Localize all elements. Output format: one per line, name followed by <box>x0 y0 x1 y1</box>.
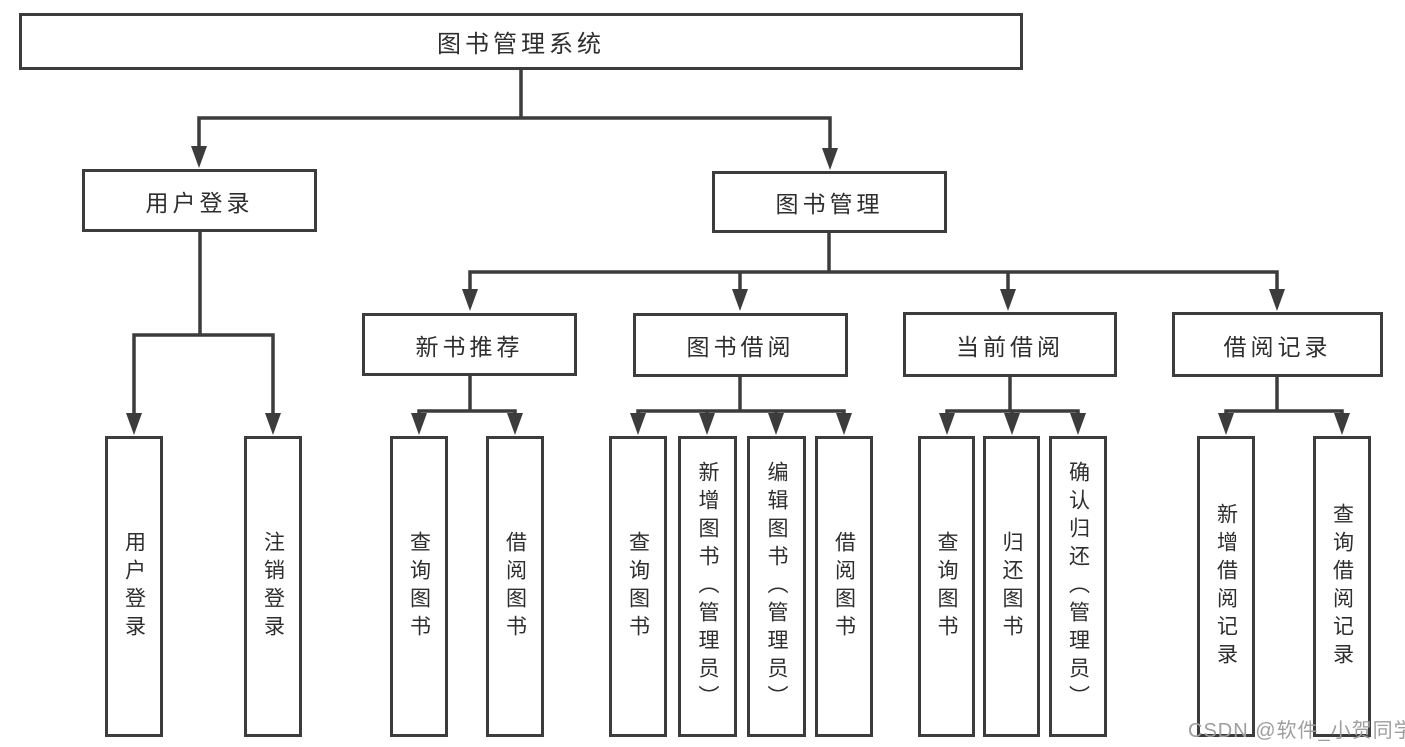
node-book-borrow: 图书借阅 <box>633 313 848 377</box>
leaf-logout: 注销登录 <box>244 436 302 737</box>
node-new-book-recommend-label: 新书推荐 <box>415 333 524 360</box>
leaf-logout-label: 注销登录 <box>261 530 285 643</box>
leaf-edit-books-admin: 编辑图书（管理员） <box>747 436 806 737</box>
node-current-borrow-label: 当前借阅 <box>956 333 1064 360</box>
leaf-current-query-books-label: 查询图书 <box>935 530 958 643</box>
leaf-borrow-query-books-label: 查询图书 <box>626 530 650 643</box>
node-root-system: 图书管理系统 <box>19 13 1023 70</box>
node-user-login-branch-label: 用户登录 <box>145 189 254 216</box>
node-book-management-branch: 图书管理 <box>712 171 947 233</box>
node-new-book-recommend: 新书推荐 <box>362 313 577 376</box>
leaf-user-login-label: 用户登录 <box>122 530 146 643</box>
leaf-return-books-label: 归还图书 <box>1000 530 1023 643</box>
leaf-return-books: 归还图书 <box>983 436 1040 737</box>
leaf-recommend-borrow-books: 借阅图书 <box>486 436 544 737</box>
leaf-borrow-query-books: 查询图书 <box>609 436 667 737</box>
leaf-confirm-return-admin: 确认归还（管理员） <box>1049 436 1107 737</box>
leaf-recommend-query-books: 查询图书 <box>390 436 448 737</box>
watermark: CSDN @软件_小贺同学 <box>1188 720 1405 742</box>
leaf-edit-books-admin-label: 编辑图书（管理员） <box>765 460 788 713</box>
leaf-current-query-books: 查询图书 <box>918 436 975 737</box>
leaf-recommend-borrow-books-label: 借阅图书 <box>503 530 527 643</box>
node-book-management-branch-label: 图书管理 <box>775 191 884 217</box>
node-borrow-records-label: 借阅记录 <box>1223 333 1332 360</box>
node-current-borrow: 当前借阅 <box>903 312 1117 377</box>
leaf-confirm-return-admin-label: 确认归还（管理员） <box>1066 460 1090 713</box>
leaf-add-books-admin-label: 新增图书（管理员） <box>696 460 719 713</box>
leaf-add-borrow-record: 新增借阅记录 <box>1197 436 1255 737</box>
leaf-query-borrow-record-label: 查询借阅记录 <box>1330 502 1354 671</box>
node-root-system-label: 图书管理系统 <box>437 31 605 58</box>
node-book-borrow-label: 图书借阅 <box>686 334 795 360</box>
node-borrow-records: 借阅记录 <box>1172 312 1383 377</box>
leaf-add-books-admin: 新增图书（管理员） <box>678 436 737 737</box>
leaf-recommend-query-books-label: 查询图书 <box>407 530 431 643</box>
leaf-borrow-borrow-books: 借阅图书 <box>815 436 873 737</box>
node-user-login-branch: 用户登录 <box>82 169 317 232</box>
leaf-query-borrow-record: 查询借阅记录 <box>1313 436 1371 737</box>
leaf-add-borrow-record-label: 新增借阅记录 <box>1214 502 1238 671</box>
leaf-borrow-borrow-books-label: 借阅图书 <box>832 530 856 643</box>
leaf-user-login: 用户登录 <box>105 436 163 737</box>
